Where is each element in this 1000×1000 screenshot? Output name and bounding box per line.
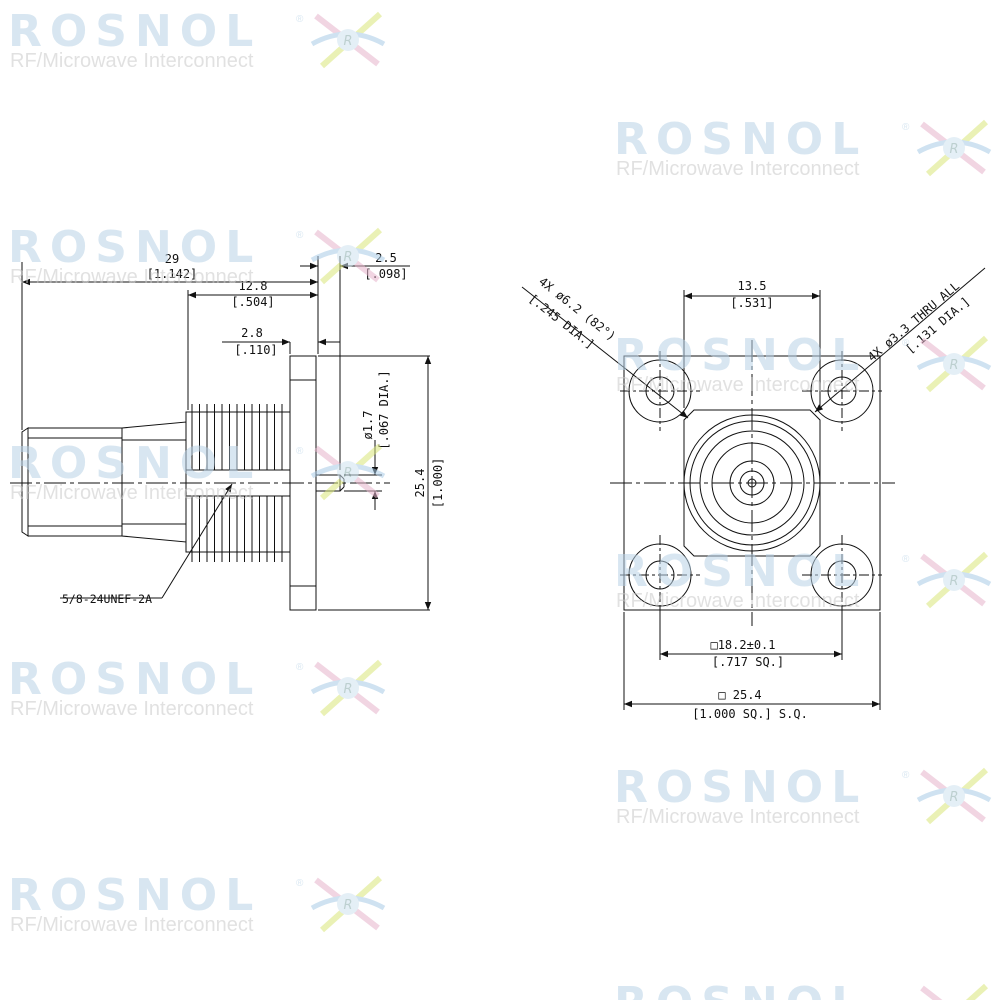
dim-2-8-inch: [.110] — [234, 343, 277, 357]
outer-ring — [684, 415, 820, 551]
thread-lines-top — [192, 404, 282, 470]
dim-2-5-inch: [.098] — [364, 267, 407, 281]
flange-square — [624, 356, 880, 610]
side-view — [10, 256, 432, 610]
dim-29-inch: [1.142] — [147, 267, 198, 281]
dim-25-4-inch: [1.000] — [431, 458, 445, 509]
mount-hole-tl — [620, 351, 700, 431]
body-square — [684, 410, 820, 556]
dim-29: 29 — [165, 252, 179, 266]
mount-hole-tr — [802, 351, 882, 431]
thread-spec: 5/8-24UNEF-2A — [62, 592, 152, 606]
dim-25-4: 25.4 — [413, 469, 427, 498]
dim-18-2-sq-inch: [.717 SQ.] — [712, 655, 784, 669]
mount-hole-br — [802, 535, 882, 615]
thread-lines-bottom — [192, 496, 282, 562]
dim-12-8-inch: [.504] — [231, 295, 274, 309]
dim-13-5-inch: [.531] — [730, 296, 773, 310]
plug-body — [28, 428, 122, 536]
mount-hole-bl — [620, 535, 700, 615]
front-view — [522, 268, 985, 710]
hole-leader — [815, 268, 985, 412]
dim-18-2-sq: □18.2±0.1 — [710, 638, 775, 652]
plug-nose — [22, 428, 28, 536]
dielectric — [730, 461, 774, 505]
dim-pin-dia-inch: [.067 DIA.] — [377, 370, 391, 449]
dim-12-8: 12.8 — [239, 279, 268, 293]
dim-pin-dia: ø1.7 — [361, 411, 375, 440]
thread-leader — [162, 484, 232, 598]
dim-2-5: 2.5 — [375, 251, 397, 265]
dim-25-4-sq-inch: [1.000 SQ.] S.Q. — [692, 707, 808, 721]
dim-2-8: 2.8 — [241, 326, 263, 340]
csk-leader — [522, 287, 688, 418]
center-contact — [748, 479, 756, 487]
dim-25-4-sq: □ 25.4 — [718, 688, 761, 702]
dim-13-5: 13.5 — [738, 279, 767, 293]
